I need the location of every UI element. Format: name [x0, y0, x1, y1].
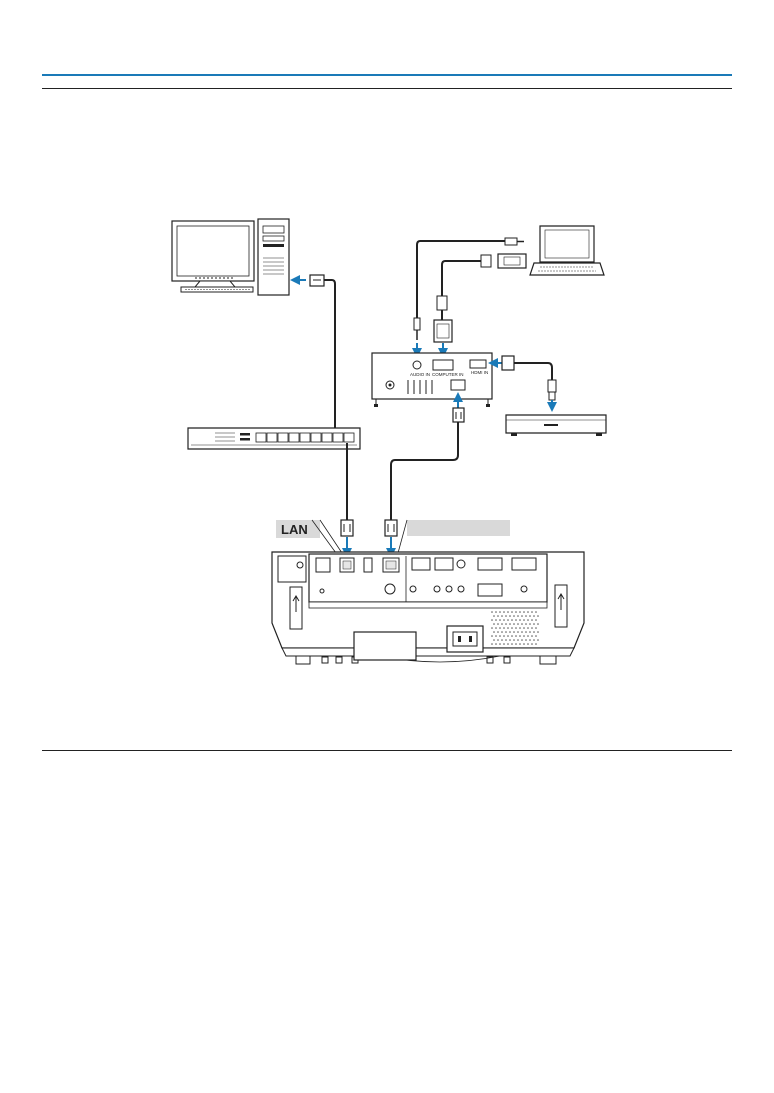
- projector-large-icon: [272, 552, 584, 664]
- lan-port-2-callout: [398, 520, 510, 553]
- pc-lan-cable: [324, 280, 335, 432]
- pc-lan-plug-icon: [310, 275, 324, 286]
- footer-divider: [42, 750, 732, 751]
- vga-cable: [442, 261, 481, 296]
- lan-plug-right-icon: [385, 520, 397, 536]
- network-hub-icon: [188, 428, 360, 449]
- computer-in-label: COMPUTER IN: [432, 372, 464, 377]
- vga-connector-icon: [434, 320, 452, 342]
- lan-plug-left-icon: [341, 520, 353, 536]
- projector-small-icon: [372, 353, 492, 407]
- desktop-pc-icon: [172, 219, 289, 295]
- vga-plug-icon: [481, 254, 526, 268]
- audio-plug-icon: [505, 238, 524, 245]
- projector-lan-cable: [391, 422, 458, 520]
- audio-cable: [417, 241, 505, 318]
- audio-jack-icon: [414, 318, 420, 330]
- hdmi-plug-icon: [502, 356, 514, 370]
- hdmi-cable: [514, 363, 552, 380]
- laptop-icon: [530, 226, 604, 275]
- hdmi-device-icon: [506, 415, 606, 436]
- audio-in-label: AUDIO IN: [410, 372, 430, 377]
- lan-label: LAN: [281, 522, 308, 537]
- projector-lan-plug-icon: [453, 408, 464, 422]
- hdmi-in-label: HDMI IN: [471, 370, 488, 375]
